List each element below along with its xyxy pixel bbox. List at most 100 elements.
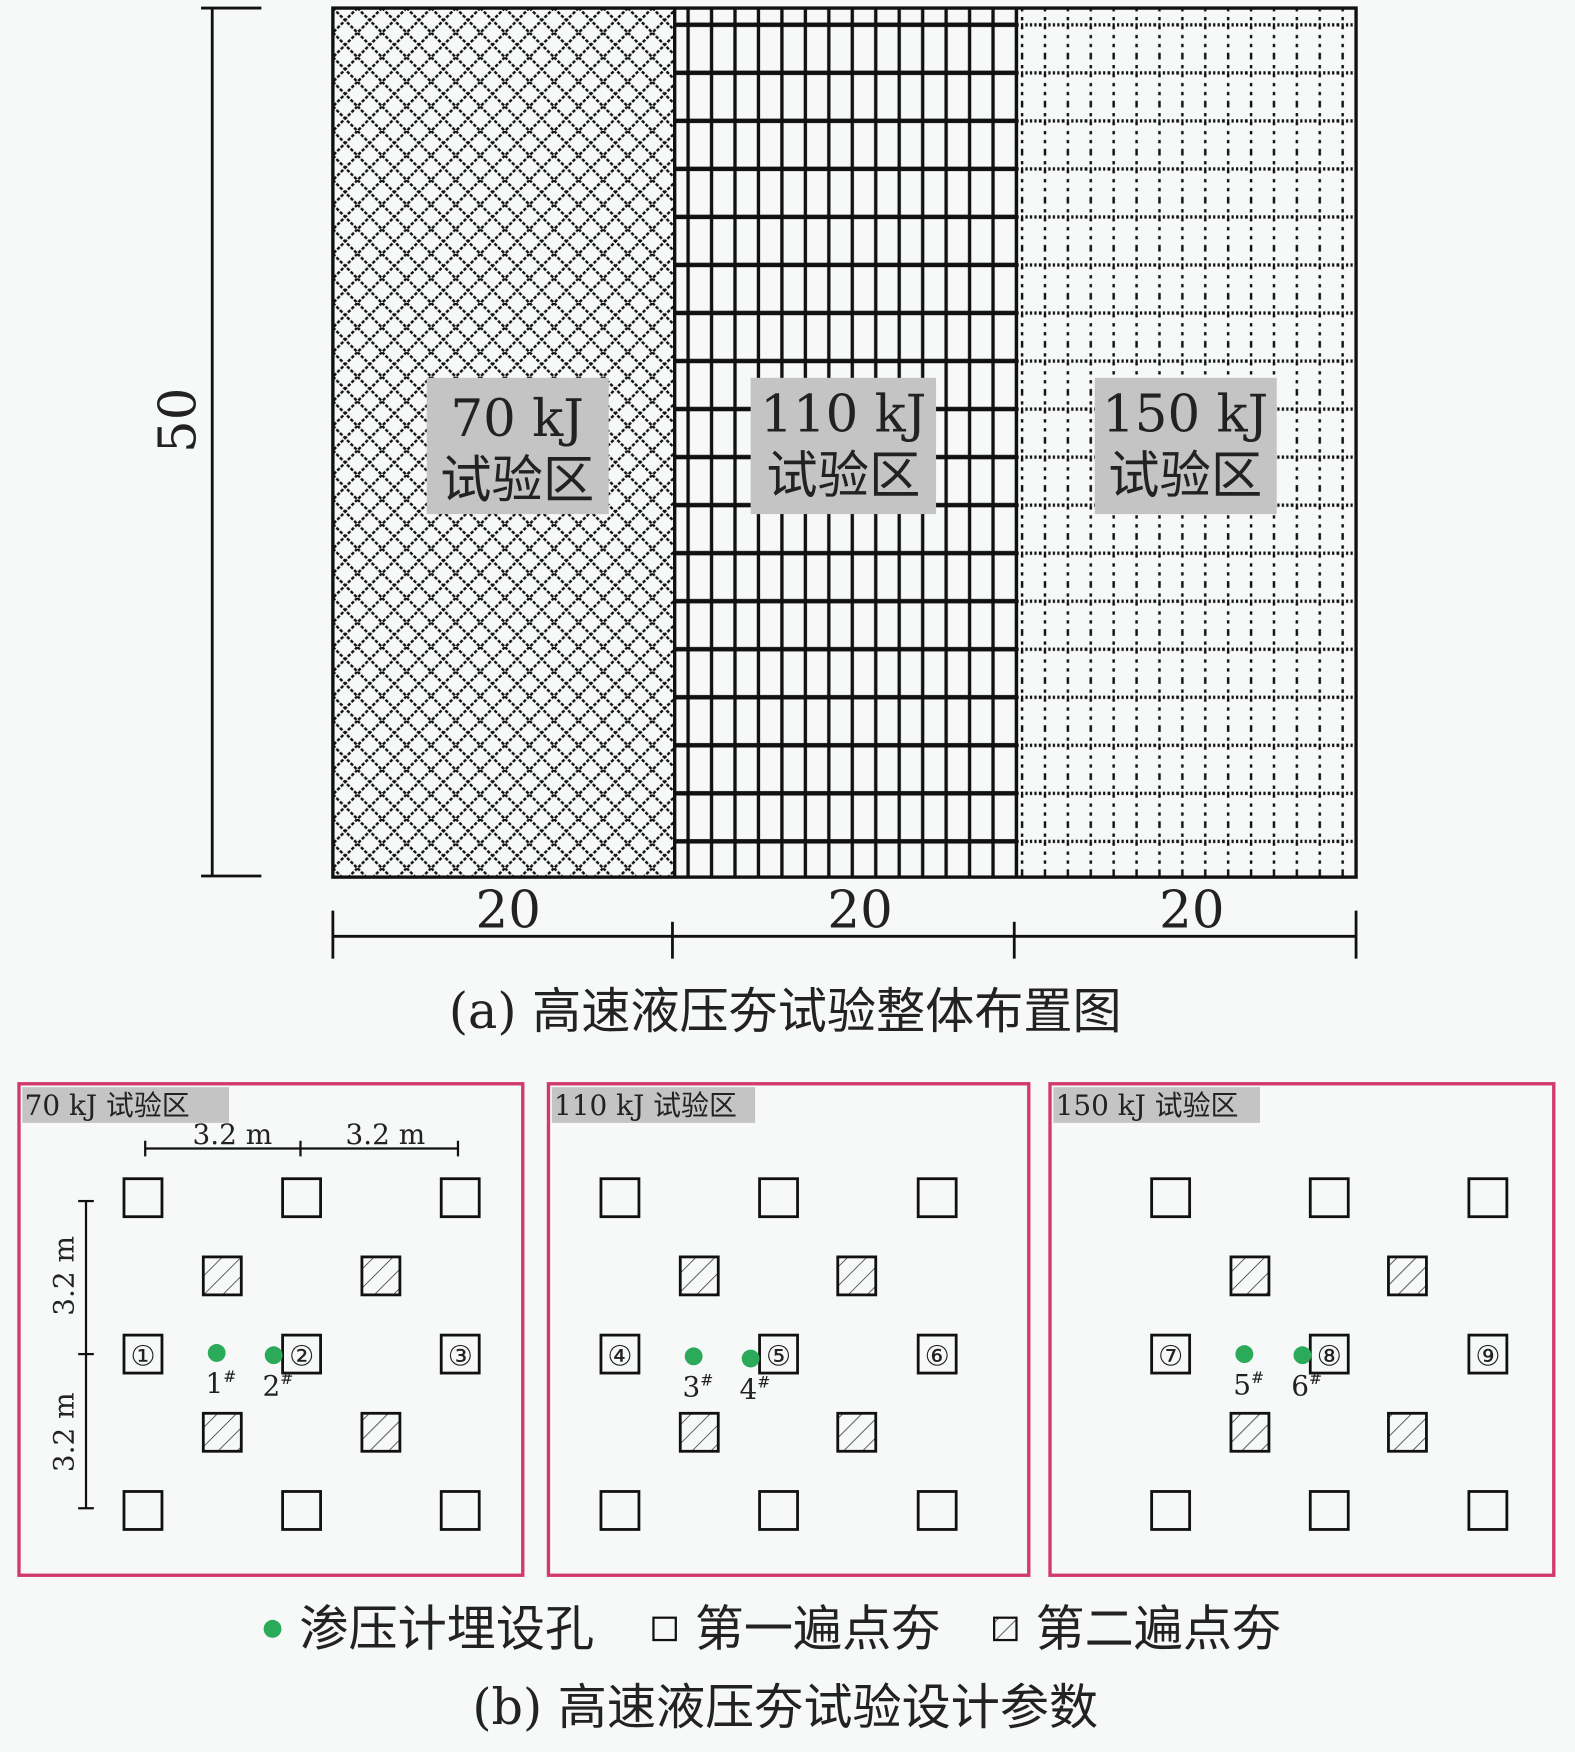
panel-title: 110 kJ 试验区 [554, 1089, 737, 1122]
width-dimension [331, 910, 1358, 959]
width-label: 20 [1159, 880, 1224, 940]
point-number: ⑦ [1158, 1339, 1183, 1372]
numbered-point [916, 1333, 958, 1375]
first-pass-point [122, 1490, 164, 1531]
point-number: ① [130, 1339, 155, 1372]
numbered-point [281, 1333, 322, 1375]
detail-panel: 70 kJ 试验区 ① ② ③ 1# 2# [17, 1082, 525, 1577]
second-pass-point [1229, 1411, 1271, 1453]
piezometer-hole [684, 1347, 703, 1366]
panel-title: 70 kJ 试验区 [25, 1089, 190, 1122]
legend-piezometer: 渗压计埋设孔 [299, 1600, 594, 1658]
first-pass-point [439, 1490, 481, 1531]
zone-label-150kj: 150 kJ 试验区 [1094, 377, 1277, 515]
point-number: ② [289, 1339, 314, 1372]
panel-title: 150 kJ 试验区 [1056, 1089, 1239, 1122]
second-pass-point [360, 1255, 402, 1297]
first-pass-point [281, 1177, 322, 1219]
hole-label: 6# [1291, 1369, 1322, 1402]
zone-label-110kj: 110 kJ 试验区 [750, 377, 937, 515]
first-pass-point [1308, 1490, 1350, 1531]
panel-border [1048, 1082, 1556, 1577]
caption-b: (b) 高速液压夯试验设计参数 [472, 1678, 1098, 1736]
legend-first-pass: 第一遍点夯 [695, 1600, 941, 1658]
first-pass-point [599, 1177, 641, 1219]
legend: 渗压计埋设孔 第一遍点夯 第二遍点夯 [263, 1600, 1281, 1658]
first-pass-point [1467, 1490, 1509, 1531]
first-pass-point [281, 1490, 322, 1531]
second-pass-point [1387, 1411, 1428, 1453]
first-pass-legend-icon [652, 1616, 677, 1642]
first-pass-point [1150, 1177, 1192, 1219]
zone-energy: 110 kJ [760, 384, 926, 444]
zone-label-70kj: 70 kJ 试验区 [426, 377, 609, 515]
point-number: ③ [448, 1339, 473, 1372]
hole-label: 3# [682, 1370, 713, 1403]
numbered-point [599, 1333, 641, 1375]
second-pass-point [201, 1255, 243, 1297]
second-pass-point [836, 1255, 878, 1297]
piezometer-hole [1293, 1346, 1312, 1365]
first-pass-point [916, 1177, 958, 1219]
first-pass-point [122, 1177, 164, 1219]
second-pass-point [836, 1411, 878, 1453]
zone-energy: 70 kJ [450, 389, 583, 449]
first-pass-point [758, 1490, 799, 1531]
width-label: 20 [827, 880, 892, 940]
zone-energy: 150 kJ [1102, 384, 1268, 444]
second-pass-point [678, 1255, 720, 1297]
hole-label: 5# [1233, 1368, 1264, 1401]
piezometer-hole [1235, 1345, 1254, 1364]
point-number: ⑧ [1317, 1339, 1342, 1372]
first-pass-point [599, 1490, 641, 1531]
second-pass-point [1387, 1255, 1428, 1297]
piezometer-hole [264, 1346, 283, 1365]
first-pass-point [1308, 1177, 1350, 1219]
first-pass-point [439, 1177, 481, 1219]
hole-label: 1# [206, 1367, 237, 1400]
piezometer-legend-icon [263, 1619, 282, 1638]
second-pass-legend-icon [993, 1616, 1018, 1642]
panel-title-bg [551, 1087, 756, 1123]
height-dimension [201, 6, 262, 878]
panel-title-bg [22, 1087, 229, 1123]
numbered-point [758, 1333, 799, 1375]
panel-border [17, 1082, 525, 1577]
first-pass-point [916, 1490, 958, 1531]
first-pass-point [758, 1177, 799, 1219]
panel-border [546, 1082, 1031, 1577]
piezometer-hole [741, 1349, 760, 1368]
piezometer-hole [207, 1344, 226, 1362]
panel-title-bg [1053, 1087, 1260, 1123]
second-pass-point [360, 1411, 402, 1453]
first-pass-point [1150, 1490, 1192, 1531]
numbered-point [439, 1333, 481, 1375]
zone-name: 试验区 [766, 446, 920, 506]
point-number: ④ [607, 1339, 632, 1372]
spacing-label: 3.2 m [48, 1236, 81, 1316]
hole-label: 2# [262, 1369, 293, 1402]
spacing-label: 3.2 m [192, 1118, 272, 1151]
detail-panels: 70 kJ 试验区 ① ② ③ 1# 2# 110 kJ 试验区 ④ ⑤ ⑥ 3# 4# 150 kJ … [17, 1082, 1556, 1577]
zone-name: 试验区 [1108, 446, 1262, 506]
numbered-point [122, 1333, 164, 1375]
numbered-point [1150, 1333, 1192, 1375]
detail-panel: 110 kJ 试验区 ④ ⑤ ⑥ 3# 4# [546, 1082, 1031, 1577]
second-pass-point [201, 1411, 243, 1453]
second-pass-point [1229, 1255, 1271, 1297]
second-pass-point [678, 1411, 720, 1453]
overall-layout: 70 kJ 试验区 110 kJ 试验区 150 kJ 试验区 50 20 20 [148, 6, 1358, 1040]
point-number: ⑥ [925, 1339, 950, 1372]
first-pass-point [1467, 1177, 1509, 1219]
legend-second-pass: 第二遍点夯 [1035, 1600, 1281, 1658]
hole-label: 4# [739, 1373, 770, 1406]
caption-a: (a) 高速液压夯试验整体布置图 [449, 982, 1122, 1040]
point-number: ⑤ [766, 1339, 791, 1372]
spacing-label: 3.2 m [346, 1118, 426, 1151]
width-label: 20 [476, 880, 541, 940]
spacing-dimensions [78, 1140, 460, 1510]
zone-name: 试验区 [440, 450, 594, 510]
numbered-point [1467, 1333, 1509, 1375]
